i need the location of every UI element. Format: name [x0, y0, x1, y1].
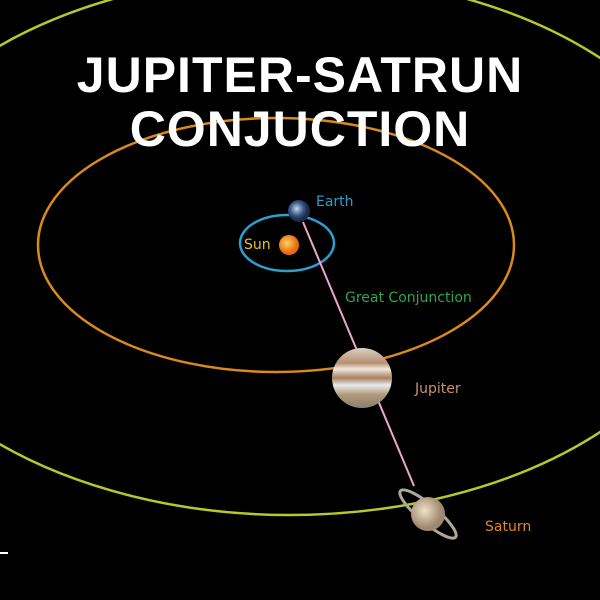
- jupiter-orbit: [36, 116, 516, 374]
- title-line-2: CONJUCTION: [129, 101, 471, 157]
- title-line-1: JUPITER-SATRUN: [76, 47, 524, 103]
- earth-icon: [288, 200, 310, 222]
- sun-label: Sun: [244, 237, 271, 253]
- earth-label: Earth: [316, 194, 354, 210]
- edge-mark: [0, 552, 8, 554]
- sun-icon: [279, 235, 299, 255]
- jupiter-label: Jupiter: [415, 381, 461, 397]
- saturn-label: Saturn: [485, 519, 532, 535]
- saturn-icon: [398, 488, 458, 540]
- earth-orbit: [238, 213, 336, 273]
- jupiter-icon: [332, 348, 392, 408]
- great-conjunction-label: Great Conjunction: [345, 290, 472, 306]
- saturn-orbit: [0, 0, 600, 517]
